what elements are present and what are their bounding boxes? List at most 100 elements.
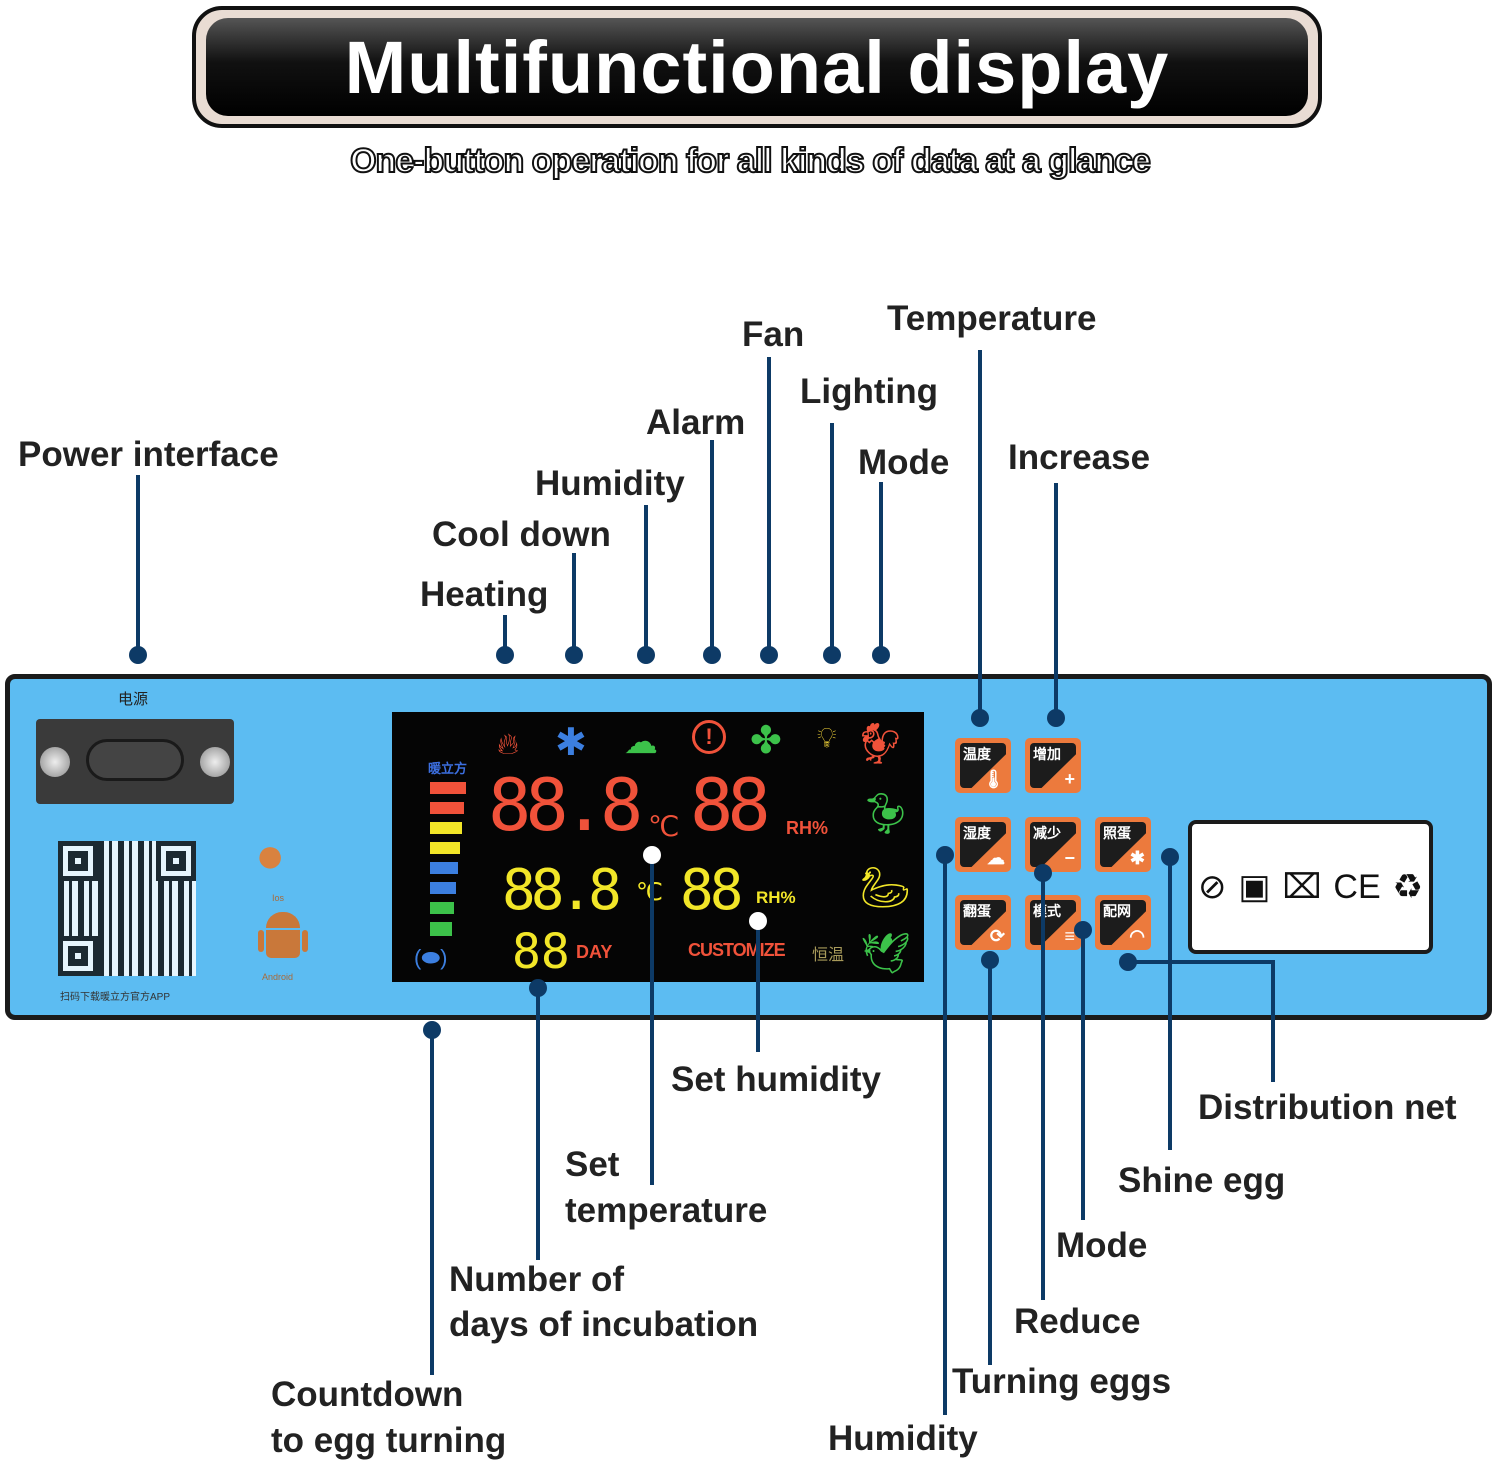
thermometer-icon: 🌡 [982, 769, 1005, 789]
certification-box: ⊘ ▣ ⌧ CE ♻ [1188, 820, 1433, 954]
button-bulb[interactable]: 照蛋 ✱ [1095, 817, 1151, 872]
leader-dot [643, 846, 661, 864]
set-temperature-readout: 88.8 [502, 858, 622, 923]
goose-icon: 🦢︎ [860, 866, 911, 910]
button-label: 翻蛋 [963, 903, 991, 919]
android-label: Android [262, 972, 294, 982]
callout-heating: Heating [420, 575, 549, 614]
callout-set-temperature-2: temperature [565, 1191, 768, 1230]
callout-days: Number of [449, 1260, 624, 1299]
cert-mark: ▣ [1238, 868, 1271, 906]
button-rotate[interactable]: 翻蛋 ⟳ [955, 895, 1011, 950]
qr-code [58, 841, 196, 976]
set-humidity-readout: 88 [680, 858, 743, 923]
callout-countdown: Countdown [271, 1375, 464, 1414]
android-icon [258, 912, 308, 967]
turning-indicator-icon: (⬬) [414, 945, 448, 970]
leader-dot [129, 646, 147, 664]
mode-text: CUSTOMIZE [688, 940, 786, 960]
leader-dot [565, 646, 583, 664]
button-label: 照蛋 [1103, 825, 1131, 841]
callout-turning-eggs: Turning eggs [952, 1362, 1172, 1401]
power-label: 电源 [118, 691, 149, 708]
callout-shine-egg: Shine egg [1118, 1161, 1286, 1200]
callout-alarm: Alarm [646, 403, 746, 442]
light-bulb-icon: 💡︎ [817, 722, 837, 753]
wifi-icon: ◠ [1129, 926, 1145, 946]
leader-dot [872, 646, 890, 664]
temperature-unit: ℃ [648, 810, 680, 843]
leader-dot [1047, 709, 1065, 727]
leader-dot [423, 1021, 441, 1039]
ios-label: Ios [272, 893, 285, 903]
button-mode[interactable]: 模式≡ [1025, 895, 1081, 950]
button-thermometer[interactable]: 温度🌡 [955, 738, 1011, 793]
duck-icon: 🦆︎ [860, 792, 911, 836]
qr-caption: 扫码下载暖立方官方APP [60, 992, 171, 1003]
fan-icon: ✤ [750, 720, 782, 762]
leader-dot [703, 646, 721, 664]
callout-countdown-2: to egg turning [271, 1421, 507, 1460]
button-label: 配网 [1103, 903, 1131, 919]
button-plus[interactable]: 增加+ [1025, 738, 1081, 793]
rotate-icon: ⟳ [989, 926, 1005, 946]
mode-cn: 恒温 [812, 947, 845, 964]
callout-power-interface: Power interface [18, 435, 279, 474]
leader-dot [936, 846, 954, 864]
callout-temperature: Temperature [887, 299, 1097, 338]
cert-mark: CE [1333, 867, 1381, 906]
plus-icon: + [1064, 769, 1075, 789]
minus-icon: − [1064, 848, 1075, 868]
humidity-icon: ☁ [624, 723, 658, 761]
leader-dot [1161, 848, 1179, 866]
callout-mode-top: Mode [858, 443, 950, 482]
leader-line [1128, 960, 1275, 1082]
power-socket [36, 719, 234, 804]
callout-increase: Increase [1008, 438, 1151, 477]
page-title: Multifunctional display [344, 25, 1170, 109]
callout-humidity-button: Humidity [828, 1419, 978, 1458]
socket-hole [86, 739, 184, 781]
callout-fan: Fan [742, 315, 805, 354]
leader-dot [981, 951, 999, 969]
subtitle: One-button operation for all kinds of da… [349, 141, 1152, 181]
leader-dot [496, 646, 514, 664]
button-wifi[interactable]: 配网 ◠ [1095, 895, 1151, 950]
callout-humidity-top: Humidity [535, 464, 685, 503]
callout-days-2: days of incubation [449, 1305, 759, 1344]
bulb-icon: ✱ [1129, 848, 1145, 868]
apple-icon: ● [255, 827, 286, 883]
leader-dot [637, 646, 655, 664]
screw-icon [40, 747, 70, 777]
callout-mode-button: Mode [1056, 1226, 1148, 1265]
button-label: 模式 [1033, 903, 1061, 919]
cooling-icon: ✱ [555, 722, 587, 764]
button-label: 增加 [1033, 746, 1061, 762]
cloud-icon: ☁ [987, 848, 1005, 868]
temperature-readout: 88.8 [488, 763, 643, 847]
mode-icon: ≡ [1064, 926, 1075, 946]
leader-dot [749, 912, 767, 930]
button-label: 减少 [1033, 825, 1061, 841]
alarm-icon: ! [692, 720, 726, 754]
leader-dot [1034, 864, 1052, 882]
leader-dot [1119, 953, 1137, 971]
cert-mark: ♻ [1392, 868, 1424, 906]
humidity-readout: 88 [690, 763, 771, 847]
rooster-icon: 🐓︎ [855, 722, 906, 766]
button-minus[interactable]: 减少− [1025, 817, 1081, 872]
cert-mark: ⊘ [1197, 868, 1227, 906]
leader-dot [1074, 921, 1092, 939]
lcd-display: 🔥︎ ✱ ☁ ! ✤ 💡︎ 🐓︎ 🦆︎ 🦢︎ 🕊︎ 暖立方 (⬬) 88.8 ℃… [392, 712, 924, 982]
heating-icon: 🔥︎ [497, 728, 520, 761]
leader-dot [760, 646, 778, 664]
title-banner: Multifunctional display [192, 6, 1322, 128]
button-cloud[interactable]: 湿度 ☁ [955, 817, 1011, 872]
leader-dot [529, 979, 547, 997]
callout-reduce: Reduce [1014, 1302, 1141, 1341]
callout-lighting: Lighting [800, 372, 939, 411]
leader-dot [971, 709, 989, 727]
button-label: 湿度 [963, 825, 991, 841]
set-temperature-unit: ℃ [636, 878, 663, 906]
